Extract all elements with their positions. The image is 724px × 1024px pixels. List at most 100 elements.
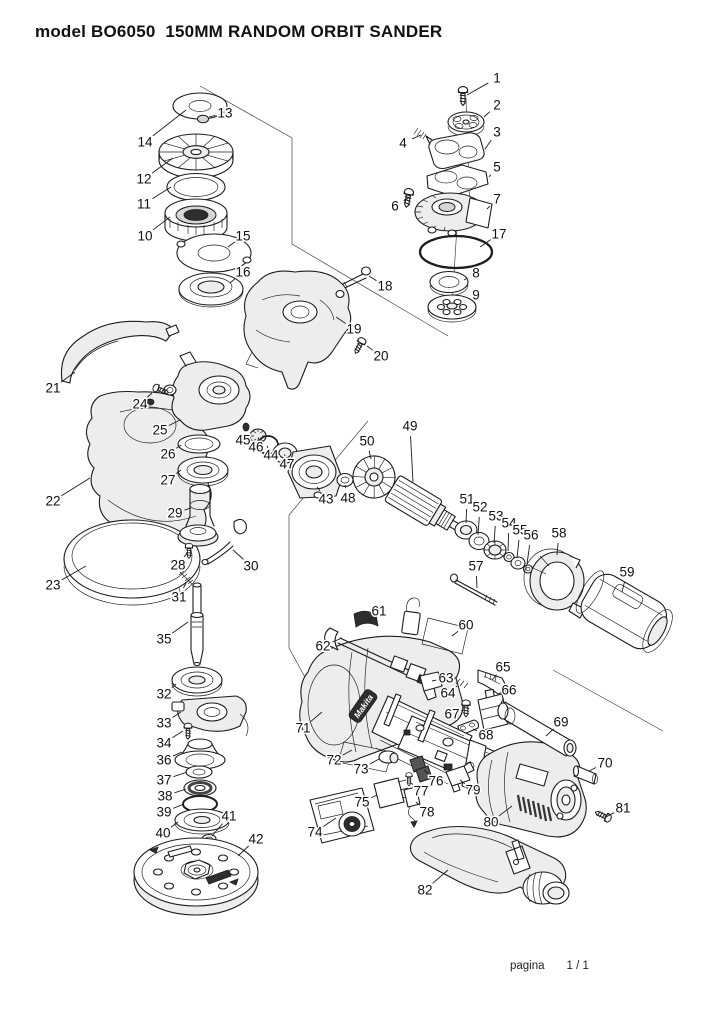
leader-line-69 — [545, 728, 554, 737]
callout-number-31: 31 — [171, 590, 186, 605]
leader-line-74 — [323, 817, 337, 827]
leader-line-35 — [171, 621, 189, 634]
leader-line-48 — [344, 484, 347, 489]
leader-line-26 — [175, 444, 182, 449]
leader-line-36 — [172, 751, 183, 757]
leader-line-76 — [423, 769, 429, 775]
callout-number-3: 3 — [493, 125, 501, 140]
leader-line-57 — [476, 575, 478, 589]
callout-number-73: 73 — [353, 762, 368, 777]
callout-number-50: 50 — [359, 434, 374, 449]
part-field-stator — [575, 570, 673, 653]
leader-line-63 — [431, 679, 437, 682]
leader-line-27 — [175, 469, 182, 475]
callout-number-29: 29 — [167, 506, 182, 521]
part-handle-bar — [497, 701, 598, 785]
page-number: 1 / 1 — [566, 960, 589, 972]
callout-number-18: 18 — [377, 279, 392, 294]
callout-number-17: 17 — [491, 227, 506, 242]
leader-line-46 — [257, 437, 260, 441]
leader-line-73 — [369, 758, 380, 765]
leader-line-39 — [173, 803, 185, 809]
leader-line-54 — [507, 532, 510, 552]
part-brake-fan-stack — [158, 92, 252, 308]
callout-number-47: 47 — [279, 457, 294, 472]
part-pad-brake-stack — [401, 86, 494, 323]
leader-line-3 — [484, 139, 492, 150]
part-bearing-box-housing — [243, 270, 368, 390]
leader-line-60 — [451, 630, 459, 637]
callout-number-48: 48 — [340, 491, 355, 506]
leader-line-16 — [229, 278, 236, 284]
leader-line-49 — [410, 435, 414, 483]
leader-line-11 — [152, 186, 172, 200]
leader-line-32 — [171, 683, 177, 688]
callout-number-19: 19 — [346, 322, 361, 337]
callout-number-16: 16 — [235, 265, 250, 280]
leader-line-6 — [403, 196, 411, 202]
callout-number-61: 61 — [371, 604, 386, 619]
callout-number-52: 52 — [472, 500, 487, 515]
leader-line-19 — [335, 316, 346, 324]
callout-number-43: 43 — [318, 492, 333, 507]
leader-line-4 — [411, 134, 422, 140]
leader-line-1 — [466, 82, 489, 96]
leader-line-80 — [498, 805, 513, 817]
leader-line-15 — [227, 241, 236, 248]
callout-number-28: 28 — [170, 558, 185, 573]
leader-line-5 — [488, 174, 492, 178]
callout-number-65: 65 — [495, 660, 510, 675]
callout-number-30: 30 — [243, 559, 258, 574]
part-nameplate — [421, 617, 469, 655]
callout-number-26: 26 — [160, 447, 175, 462]
callout-number-66: 66 — [501, 683, 516, 698]
leader-line-58 — [556, 542, 559, 556]
callout-number-24: 24 — [132, 397, 148, 412]
callout-number-38: 38 — [157, 789, 172, 804]
leader-line-23 — [61, 565, 87, 581]
callout-number-53: 53 — [488, 509, 503, 524]
leader-line-30 — [232, 549, 244, 560]
callout-number-64: 64 — [440, 686, 456, 701]
callout-number-4: 4 — [399, 136, 407, 151]
leader-line-55 — [516, 539, 520, 559]
callout-number-35: 35 — [156, 632, 171, 647]
callout-number-54: 54 — [501, 516, 517, 531]
leader-line-67 — [461, 709, 464, 712]
leader-line-28 — [183, 552, 188, 558]
callout-number-23: 23 — [45, 578, 60, 593]
leader-line-79 — [459, 779, 466, 785]
part-controller-group — [309, 755, 475, 844]
callout-number-78: 78 — [419, 805, 434, 820]
callout-number-42: 42 — [248, 832, 263, 847]
callout-number-22: 22 — [45, 494, 60, 509]
callout-number-46: 46 — [248, 440, 263, 455]
callout-number-77: 77 — [413, 784, 428, 799]
callout-number-75: 75 — [354, 795, 369, 810]
callout-number-41: 41 — [221, 809, 236, 824]
leader-line-37 — [173, 771, 188, 778]
leader-line-77 — [410, 782, 414, 786]
leader-line-12 — [151, 157, 174, 174]
callout-number-57: 57 — [468, 559, 483, 574]
leader-line-78 — [415, 801, 420, 806]
leader-line-22 — [61, 477, 91, 497]
callout-number-15: 15 — [235, 229, 250, 244]
leader-line-40 — [170, 821, 179, 828]
part-spindle-stack — [171, 582, 249, 845]
leader-line-18 — [368, 275, 377, 282]
callout-number-74: 74 — [307, 825, 323, 840]
leader-line-71 — [310, 711, 323, 722]
callout-number-71: 71 — [295, 721, 310, 736]
part-dust-shroud — [60, 320, 180, 384]
leader-line-51 — [465, 508, 468, 524]
leader-line-65 — [491, 674, 497, 681]
leader-line-81 — [605, 812, 615, 818]
callout-number-44: 44 — [263, 448, 279, 463]
callout-number-69: 69 — [553, 715, 568, 730]
leader-line-64 — [455, 685, 458, 688]
callout-number-12: 12 — [136, 172, 151, 187]
leader-line-72 — [342, 749, 353, 756]
